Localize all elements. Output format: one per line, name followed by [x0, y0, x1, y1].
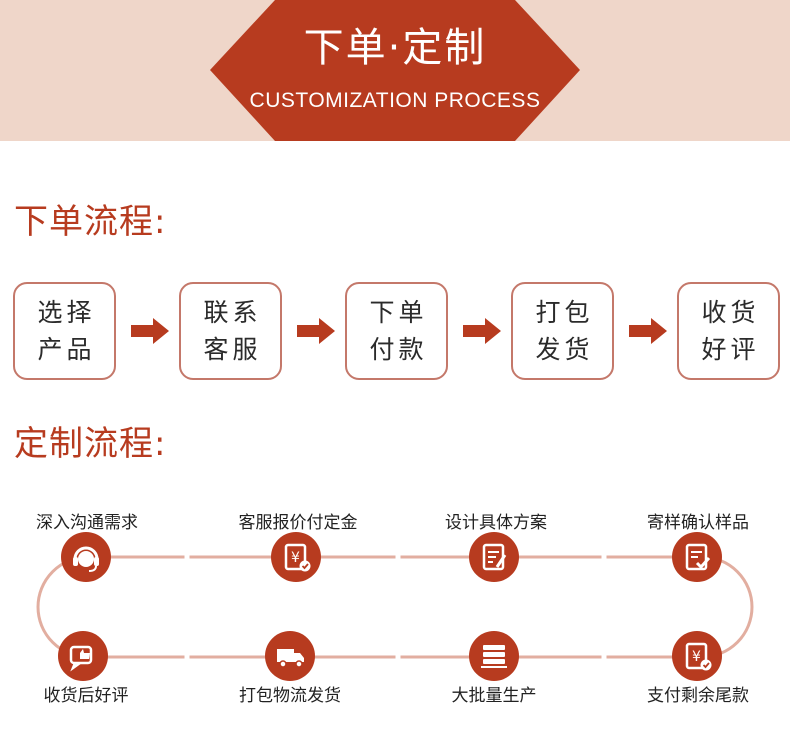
- thumbs-up-icon: [58, 631, 108, 681]
- order-step-receive-review: 收货 好评: [677, 282, 780, 380]
- custom-step-label: 寄样确认样品: [647, 513, 749, 533]
- step-label-line2: 发货: [535, 335, 594, 364]
- sample-confirm-icon: [672, 532, 722, 582]
- svg-text:¥: ¥: [291, 550, 300, 566]
- svg-text:¥: ¥: [692, 649, 701, 665]
- headset-icon: [61, 532, 111, 582]
- custom-step-label: 大批量生产: [451, 686, 537, 706]
- custom-step-label: 打包物流发货: [239, 686, 341, 706]
- design-document-icon: [469, 532, 519, 582]
- payment-document-icon: ¥: [672, 631, 722, 681]
- step-label-line1: 收货: [701, 298, 760, 327]
- custom-step-label: 深入沟通需求: [36, 513, 138, 533]
- step-label-line2: 付款: [369, 335, 428, 364]
- step-label-line1: 联系: [203, 298, 262, 327]
- order-step-place-order: 下单 付款: [345, 282, 448, 380]
- step-label-line1: 选择: [37, 298, 96, 327]
- order-process-title: 下单流程:: [14, 202, 167, 242]
- custom-step-label: 支付剩余尾款: [647, 686, 749, 706]
- banner: 下单·定制 CUSTOMIZATION PROCESS: [0, 0, 790, 141]
- step-label-line1: 下单: [369, 298, 428, 327]
- order-step-pack-ship: 打包 发货: [511, 282, 614, 380]
- banner-hexagon: [210, 0, 580, 141]
- step-label-line2: 客服: [203, 335, 262, 364]
- banner-title: 下单·定制: [303, 25, 487, 71]
- price-document-icon: ¥: [271, 532, 321, 582]
- order-step-select-product: 选择 产品: [13, 282, 116, 380]
- banner-subtitle: CUSTOMIZATION PROCESS: [249, 89, 541, 112]
- custom-step-label: 设计具体方案: [445, 513, 547, 533]
- delivery-truck-icon: [265, 631, 315, 681]
- custom-process-title: 定制流程:: [14, 424, 167, 464]
- arrow-right-icon: [131, 318, 169, 344]
- custom-step-label: 收货后好评: [43, 686, 129, 706]
- step-label-line1: 打包: [535, 298, 594, 327]
- custom-step-label: 客服报价付定金: [238, 513, 358, 533]
- arrow-right-icon: [463, 318, 501, 344]
- arrow-right-icon: [629, 318, 667, 344]
- step-label-line2: 产品: [37, 335, 96, 364]
- order-step-contact-service: 联系 客服: [179, 282, 282, 380]
- arrow-right-icon: [297, 318, 335, 344]
- production-stack-icon: [469, 631, 519, 681]
- step-label-line2: 好评: [701, 335, 760, 364]
